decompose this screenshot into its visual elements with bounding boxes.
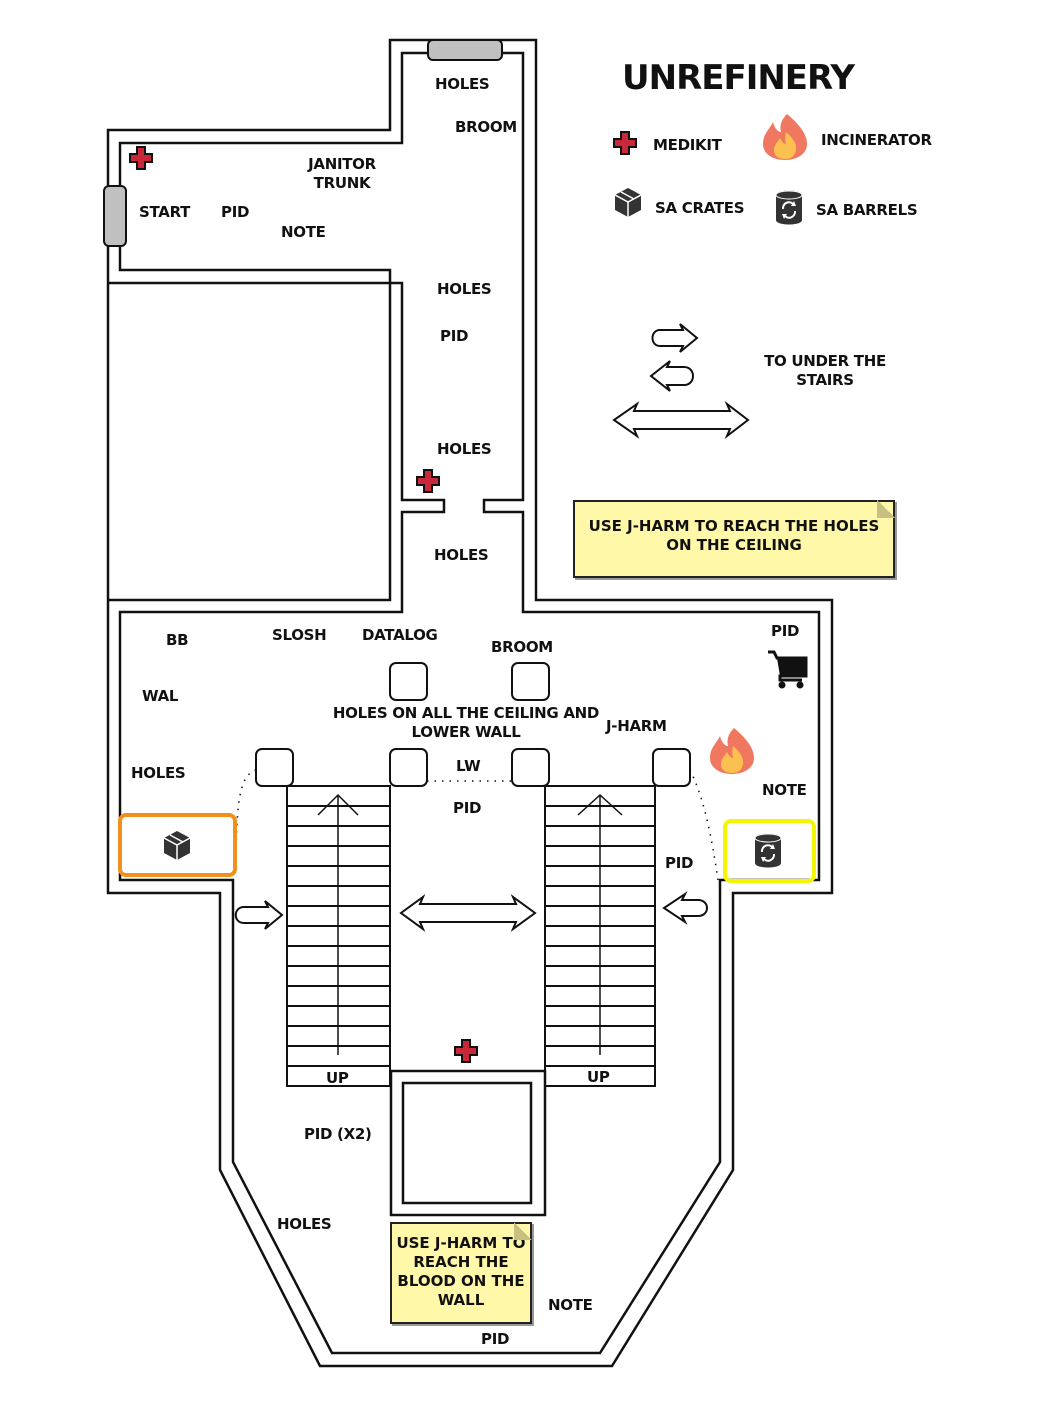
arrow-double-icon: [399, 894, 537, 932]
label-holes-ceiling: HOLES ON ALL THE CEILING AND LOWER WALL: [332, 704, 600, 741]
label-j-harm: J-HARM: [606, 717, 667, 735]
door-start[interactable]: [103, 185, 127, 247]
arrows: [234, 323, 750, 932]
door-top[interactable]: [427, 39, 503, 61]
label-bb: BB: [166, 631, 189, 649]
note-ceiling-holes-text: USE J-HARM TO REACH THE HOLES ON THE CEI…: [588, 517, 880, 554]
label-holes: HOLES: [131, 764, 186, 782]
legend-arrow-right-icon: [651, 323, 699, 353]
pillars: [255, 662, 691, 787]
legend-arrow-double-icon: [612, 400, 750, 440]
legend-incinerator-label: INCINERATOR: [821, 131, 932, 149]
arrow-right-icon: [234, 900, 284, 930]
cart-icon: [768, 650, 808, 689]
label-broom: BROOM: [491, 638, 553, 656]
label-janitor-trunk: JANITOR TRUNK: [308, 155, 376, 192]
stairs-right: [544, 785, 656, 1087]
label-broom: BROOM: [455, 118, 517, 136]
label-up: UP: [326, 1069, 349, 1087]
center-structure: [389, 1069, 547, 1217]
note-blood-wall-text: USE J-HARM TO REACH THE BLOOD ON THE WAL…: [396, 1234, 526, 1309]
outer-wall: [106, 38, 834, 1368]
legend-crate-icon: [614, 187, 642, 218]
pillar: [389, 748, 428, 787]
medikit-icon: [129, 146, 153, 170]
label-holes: HOLES: [437, 440, 492, 458]
legend-medikit-icon: [613, 131, 637, 155]
label-holes: HOLES: [434, 546, 489, 564]
label-pid: PID: [221, 203, 250, 221]
label-pid-x2: PID (X2): [304, 1125, 372, 1143]
arrow-left-icon: [662, 891, 708, 925]
pillar: [255, 748, 294, 787]
label-note: NOTE: [762, 781, 807, 799]
legend-barrels-label: SA BARRELS: [816, 201, 918, 219]
legend-medikit-label: MEDIKIT: [653, 136, 722, 154]
label-pid: PID: [665, 854, 694, 872]
label-note: NOTE: [281, 223, 326, 241]
legend-crates-label: SA CRATES: [655, 199, 745, 217]
pillar: [389, 662, 428, 701]
crate-icon: [163, 830, 191, 861]
crate-highlight-box[interactable]: [118, 813, 237, 877]
label-holes: HOLES: [277, 1215, 332, 1233]
note-blood-wall: USE J-HARM TO REACH THE BLOOD ON THE WAL…: [390, 1222, 532, 1324]
note-ceiling-holes: USE J-HARM TO REACH THE HOLES ON THE CEI…: [573, 500, 895, 578]
stairs-left: [286, 785, 391, 1087]
legend-arrow-left-icon: [649, 360, 694, 392]
label-lw: LW: [456, 757, 481, 775]
pillar: [511, 748, 550, 787]
note-fold: [514, 1222, 532, 1240]
label-start: START: [139, 203, 191, 221]
legend-barrel-icon: [775, 189, 803, 226]
medikit-icon: [454, 1039, 478, 1063]
barrel-highlight-box[interactable]: [723, 819, 816, 883]
medikit-icon: [416, 469, 440, 493]
label-slosh: SLOSH: [272, 626, 327, 644]
legend-arrows-label: TO UNDER THE STAIRS: [764, 352, 886, 389]
label-holes: HOLES: [437, 280, 492, 298]
pillar: [511, 662, 550, 701]
page-title: UNREFINERY: [622, 58, 855, 98]
barrel-icon: [754, 832, 782, 869]
label-wal: WAL: [142, 687, 179, 705]
label-holes: HOLES: [435, 75, 490, 93]
label-pid: PID: [771, 622, 800, 640]
label-datalog: DATALOG: [362, 626, 438, 644]
label-pid: PID: [453, 799, 482, 817]
note-fold: [877, 500, 895, 518]
incinerator-icon: [710, 728, 754, 774]
pillar: [652, 748, 691, 787]
label-up: UP: [587, 1068, 610, 1086]
label-pid: PID: [481, 1330, 510, 1348]
label-note: NOTE: [548, 1296, 593, 1314]
label-pid: PID: [440, 327, 469, 345]
legend-incinerator-icon: [763, 114, 807, 160]
